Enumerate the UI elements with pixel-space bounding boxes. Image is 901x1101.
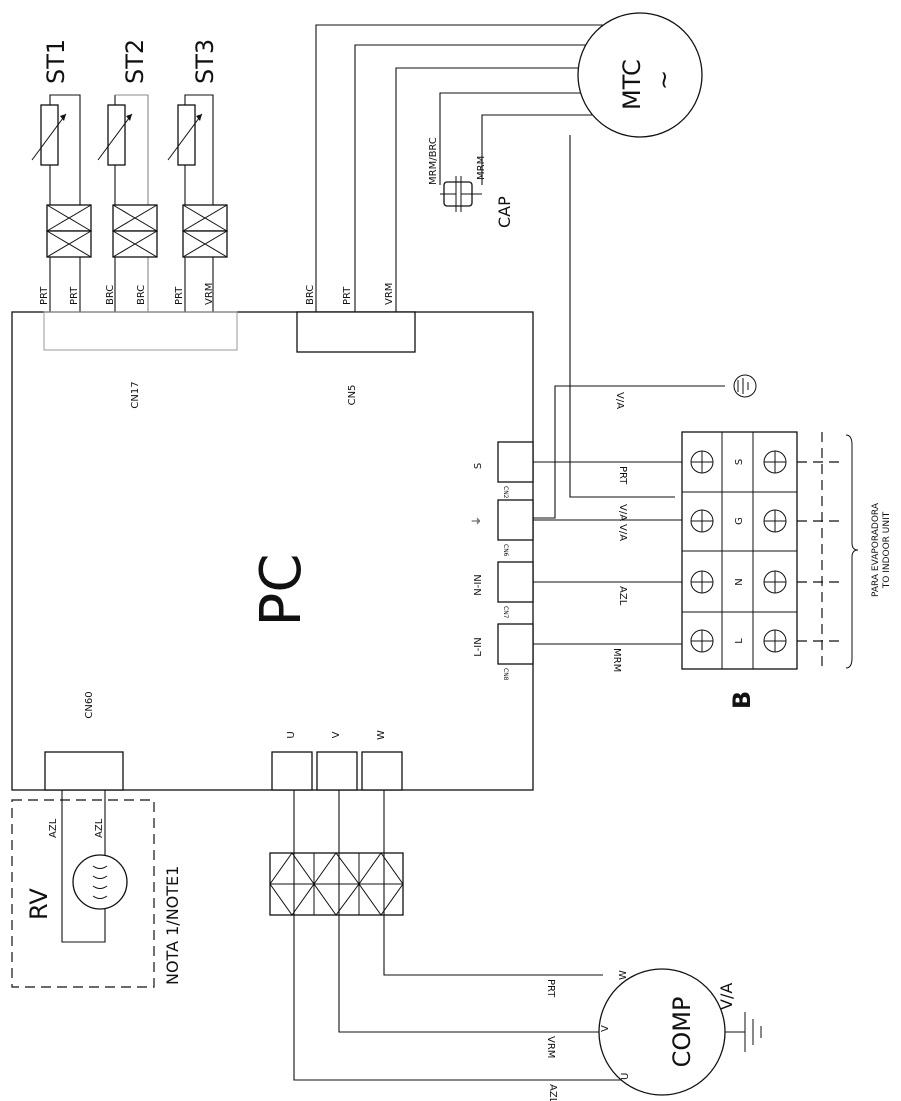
- board-ground-wire: [533, 385, 725, 519]
- cn7-connector: N-IN CN7: [473, 561, 534, 619]
- cn2-connector: S CN2: [473, 441, 534, 499]
- compressor: [598, 968, 726, 1096]
- wire-n-label: AZL: [617, 586, 628, 606]
- motor-ground-wire-label: V/A: [617, 504, 628, 521]
- pc-board: [11, 311, 534, 791]
- compressor-wire-u: [293, 790, 625, 1081]
- compressor-wire-v-label: VRM: [545, 1036, 556, 1058]
- cn7-pin-label: N-IN: [473, 574, 484, 596]
- sensor-st2-pin-b: BRC: [136, 285, 147, 305]
- cn60-connector: [44, 751, 124, 791]
- cn5-pin-brc: BRC: [305, 285, 316, 305]
- fan-motor: [577, 12, 703, 138]
- w-label: W: [376, 730, 387, 740]
- cn7-code: CN7: [502, 606, 509, 619]
- pc-board-label: PC: [249, 554, 314, 627]
- motor-wire-vrm: [395, 67, 580, 312]
- motor-wire-mrm: [481, 114, 592, 185]
- cn6-pin-label: ⏚: [471, 516, 483, 526]
- u-connector: [271, 751, 313, 791]
- terminal-s-label: S: [734, 459, 745, 465]
- cn8-code: CN8: [502, 668, 509, 681]
- sensor-st1-pin-b: PRT: [69, 286, 80, 305]
- capacitor-label: CAP: [495, 196, 514, 228]
- sensor-st1-label: ST1: [42, 39, 70, 84]
- cn8-pin-label: L-IN: [473, 637, 484, 656]
- sensor-st3-pin-a: PRT: [174, 286, 185, 305]
- sensor-st2: ST2 BRC BRC: [97, 39, 158, 312]
- field-wires: [797, 461, 840, 642]
- cn5-pin-prt: PRT: [342, 286, 353, 305]
- indoor-unit-note-1: PARA EVAPORADORA: [871, 502, 881, 597]
- sensor-st2-pin-a: BRC: [105, 285, 116, 305]
- motor-wire-prt: [354, 44, 588, 312]
- compressor-wire-v: [338, 790, 600, 1033]
- compressor-ground-label: V/A: [717, 983, 736, 1010]
- capacitor-wire-b: MRM: [476, 156, 487, 180]
- compressor-connector-block: [269, 852, 404, 916]
- compressor-label: COMP: [668, 997, 696, 1068]
- motor-wire-brc: [315, 24, 605, 312]
- fan-motor-label: MTC: [618, 59, 646, 110]
- reversing-valve-label: RV: [25, 888, 53, 920]
- terminal-g-label: G: [734, 517, 745, 525]
- fan-motor-symbol: ~: [650, 70, 678, 90]
- reversing-valve-wire-b: AZL: [94, 818, 105, 838]
- compressor-ground-icon: [725, 1012, 762, 1052]
- cn6-code: CN6: [502, 544, 509, 557]
- cn60-label: CN60: [84, 691, 95, 718]
- ground-wire-label: V/A: [614, 392, 625, 409]
- w-connector: [361, 751, 403, 791]
- wire-g-label: V/A: [617, 524, 628, 541]
- cn5-pin-vrm: VRM: [384, 283, 395, 305]
- cn5-connector: [296, 311, 416, 353]
- reversing-valve-wire-a: AZL: [48, 818, 59, 838]
- terminal-l-label: L: [734, 638, 745, 644]
- cn5-label: CN5: [347, 385, 358, 406]
- sensor-st3-pin-b: VRM: [204, 283, 215, 305]
- wire-s-label: PRT: [617, 466, 628, 485]
- cn17-connector: [43, 311, 238, 351]
- terminal-block-label: B: [728, 691, 756, 709]
- terminal-screws: [690, 450, 787, 653]
- indoor-unit-note-2: TO INDOOR UNIT: [882, 511, 892, 589]
- sensor-st1: ST1 PRT PRT: [31, 39, 92, 312]
- reversing-valve-box: [11, 799, 155, 988]
- motor-wire-mrm-brc: [439, 92, 582, 185]
- motor-ground-wire: [569, 135, 675, 498]
- compressor-wire-u-label: AZL: [547, 1084, 558, 1101]
- coil-icon: [92, 865, 108, 899]
- terminal-n-label: N: [734, 578, 745, 585]
- compressor-term-v: V: [600, 1025, 611, 1032]
- sensor-st2-label: ST2: [121, 39, 149, 84]
- terminal-block: [681, 431, 798, 670]
- ground-icon: [733, 374, 757, 398]
- capacitor: [440, 176, 482, 212]
- v-connector: [316, 751, 358, 791]
- compressor-wire-w: [383, 790, 603, 976]
- sensor-st3: ST3 PRT VRM: [167, 39, 228, 312]
- capacitor-wire-a: MRM/BRC: [428, 137, 439, 185]
- compressor-wire-w-label: PRT: [545, 979, 556, 998]
- reversing-valve-coil: [72, 854, 128, 910]
- compressor-term-u: U: [620, 1073, 631, 1080]
- cn2-pin-label: S: [473, 463, 484, 469]
- cn17-label: CN17: [130, 381, 141, 408]
- indoor-unit-brace: [845, 434, 859, 669]
- v-label: V: [331, 731, 342, 738]
- cn2-code: CN2: [502, 486, 509, 499]
- reversing-valve-note: NOTA 1/NOTE1: [163, 866, 182, 985]
- u-label: U: [286, 731, 297, 738]
- sensor-st3-label: ST3: [191, 39, 219, 84]
- sensor-st1-pin-a: PRT: [39, 286, 50, 305]
- cn8-connector: L-IN CN8: [473, 623, 534, 681]
- wire-l-label: MRM: [611, 648, 622, 672]
- compressor-term-w: W: [618, 970, 629, 980]
